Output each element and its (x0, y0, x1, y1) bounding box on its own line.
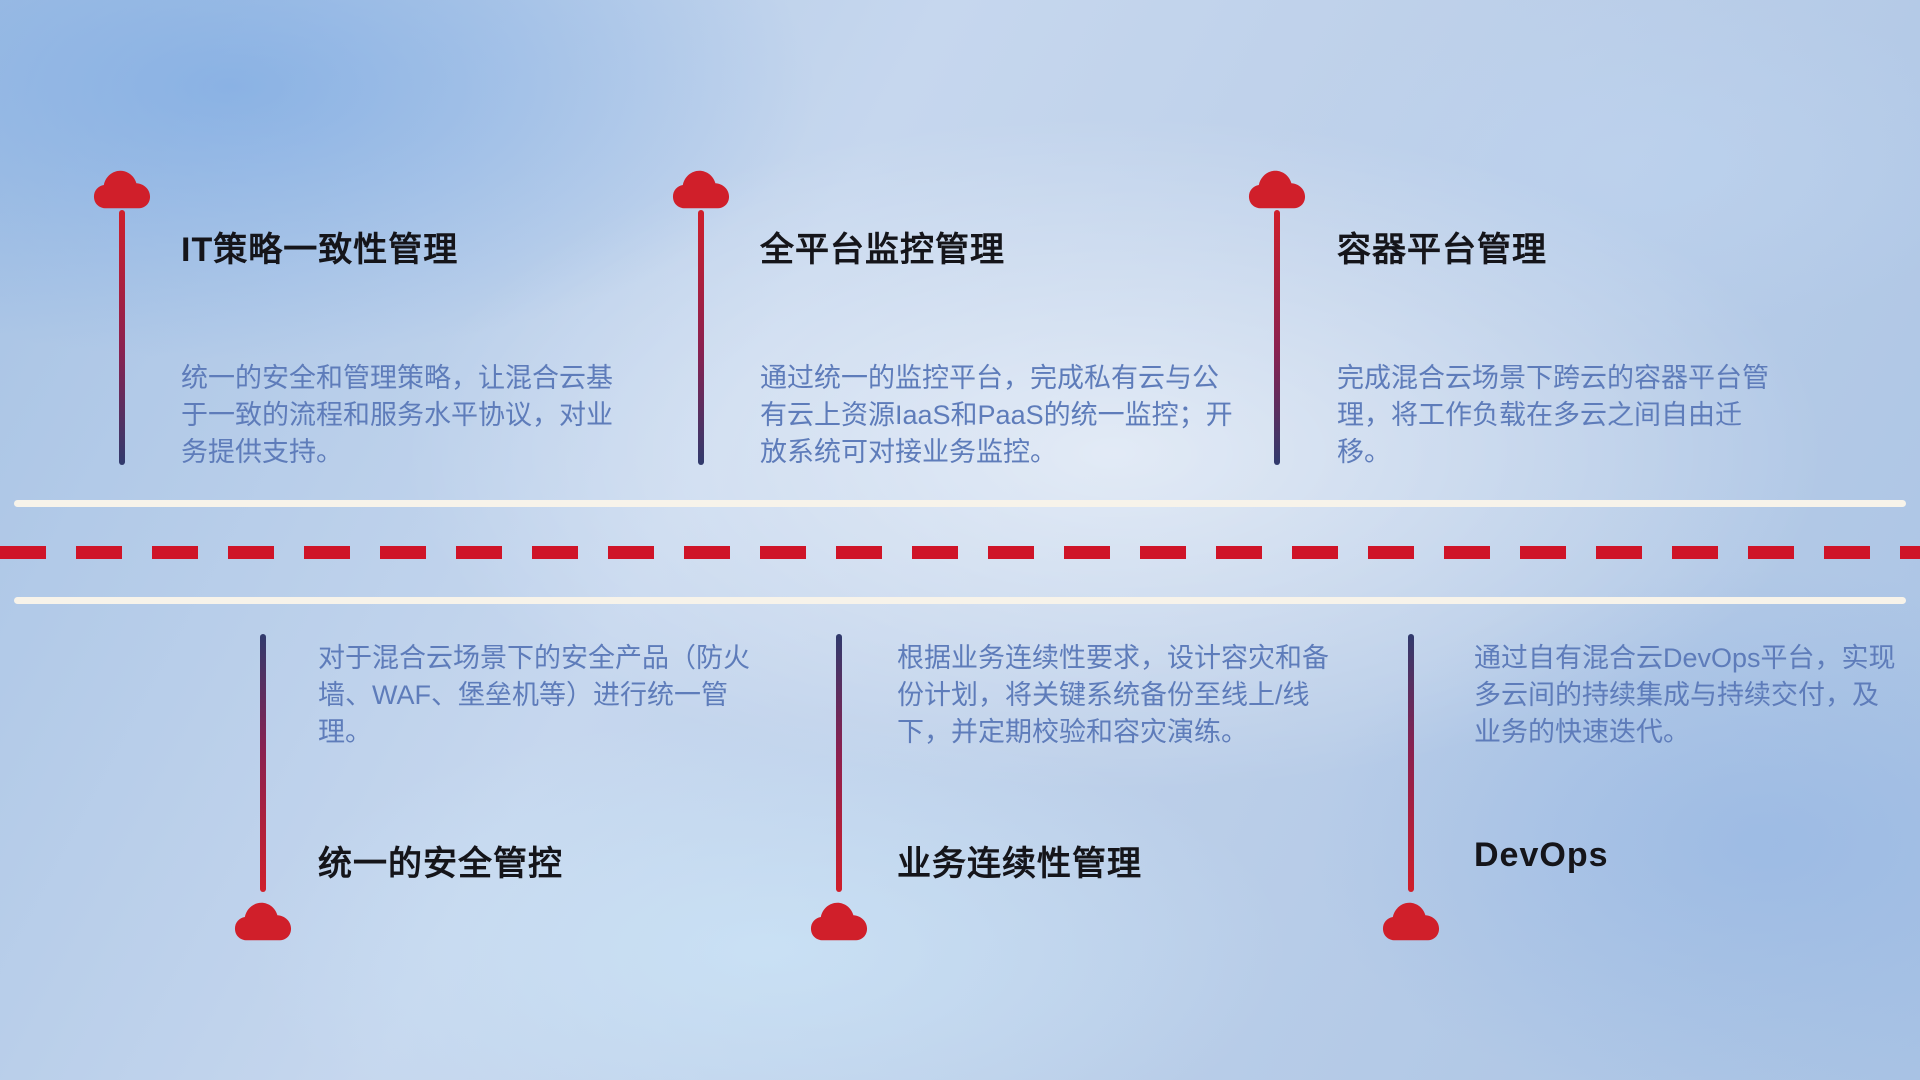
cloud-icon (1248, 166, 1306, 210)
connector-line (698, 210, 704, 465)
connector-line (1274, 210, 1280, 465)
item-description: 通过自有混合云DevOps平台，实现多云间的持续集成与持续交付，及业务的快速迭代… (1474, 643, 1896, 747)
cloud-icon (672, 166, 730, 210)
timeline-dashed-line (0, 546, 1920, 559)
item-description: 完成混合云场景下跨云的容器平台管理，将工作负载在多云之间自由迁移。 (1337, 363, 1769, 467)
connector-line (836, 634, 842, 892)
item-title: IT策略一致性管理 (181, 231, 459, 269)
item-title: 业务连续性管理 (897, 845, 1142, 883)
item-title: 容器平台管理 (1337, 231, 1547, 269)
item-description: 对于混合云场景下的安全产品（防火墙、WAF、堡垒机等）进行统一管理。 (318, 643, 750, 747)
item-description: 统一的安全和管理策略，让混合云基于一致的流程和服务水平协议，对业务提供支持。 (181, 363, 613, 467)
item-title: DevOps (1474, 836, 1609, 874)
connector-line (1408, 634, 1414, 892)
connector-line (260, 634, 266, 892)
timeline-solid-line-top (14, 500, 1906, 507)
item-description: 根据业务连续性要求，设计容灾和备份计划，将关键系统备份至线上/线下，并定期校验和… (897, 643, 1329, 747)
item-title: 全平台监控管理 (760, 231, 1005, 269)
timeline-solid-line-bottom (14, 597, 1906, 604)
cloud-icon (810, 898, 868, 942)
cloud-icon (1382, 898, 1440, 942)
connector-line (119, 210, 125, 465)
cloud-icon (234, 898, 292, 942)
cloud-icon (93, 166, 151, 210)
item-description: 通过统一的监控平台，完成私有云与公有云上资源IaaS和PaaS的统一监控；开放系… (760, 363, 1233, 467)
item-title: 统一的安全管控 (318, 845, 563, 883)
